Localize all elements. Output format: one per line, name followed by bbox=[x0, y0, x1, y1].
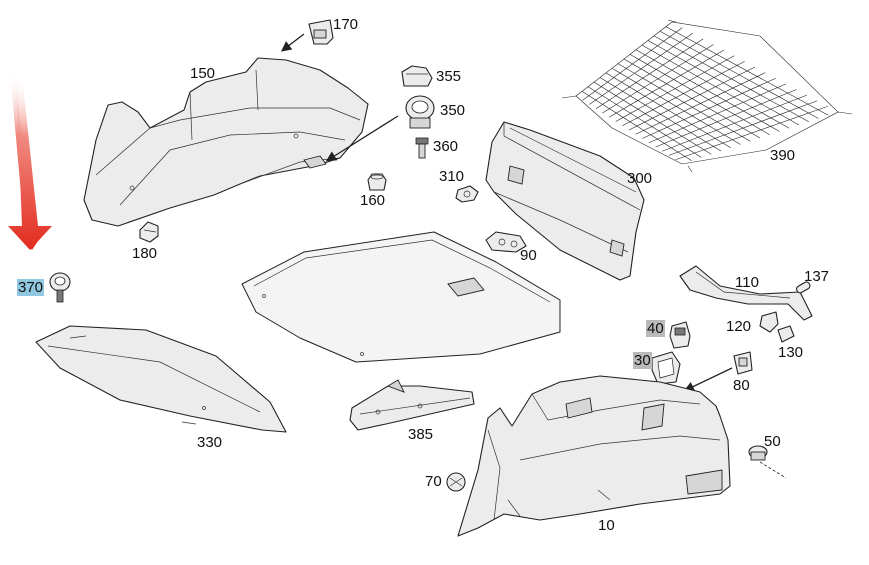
part-150-left-trim[interactable] bbox=[83, 57, 369, 227]
label-120: 120 bbox=[726, 318, 752, 335]
label-310: 310 bbox=[439, 168, 465, 185]
label-330: 330 bbox=[197, 434, 223, 451]
part-180-clip[interactable] bbox=[139, 221, 159, 243]
part-385-rail-bracket[interactable] bbox=[349, 379, 475, 431]
net-mesh-line bbox=[628, 66, 756, 131]
part-50-grommet[interactable] bbox=[748, 445, 787, 479]
label-110: 110 bbox=[735, 274, 759, 291]
label-300: 300 bbox=[627, 170, 653, 187]
part-170-clip[interactable] bbox=[280, 19, 334, 52]
part-70-clip[interactable] bbox=[446, 472, 466, 492]
red-arrow-icon bbox=[8, 72, 52, 250]
part-355-cover[interactable] bbox=[401, 65, 433, 87]
net-mesh-line bbox=[659, 30, 819, 119]
net-mesh-line bbox=[635, 72, 766, 135]
part-40-latch[interactable] bbox=[669, 321, 691, 349]
net-mesh-line bbox=[648, 83, 787, 144]
label-180: 180 bbox=[132, 245, 158, 262]
label-355: 355 bbox=[436, 68, 462, 85]
part-390-cargo-net[interactable] bbox=[561, 19, 853, 173]
net-mesh-line bbox=[662, 94, 807, 152]
label-360: 360 bbox=[433, 138, 459, 155]
net-mesh-line bbox=[665, 26, 829, 116]
label-385: 385 bbox=[408, 426, 434, 443]
part-160-grommet[interactable] bbox=[367, 173, 387, 191]
part-80-clip[interactable] bbox=[683, 351, 753, 392]
part-360-screw[interactable] bbox=[415, 137, 429, 159]
part-130-clip[interactable] bbox=[777, 325, 795, 343]
net-mesh-line bbox=[629, 54, 770, 136]
label-10: 10 bbox=[598, 517, 615, 534]
label-90: 90 bbox=[520, 247, 537, 264]
part-330-floor-cover[interactable] bbox=[35, 325, 287, 433]
part-137-plug[interactable] bbox=[795, 281, 811, 294]
label-390: 390 bbox=[770, 147, 796, 164]
part-90-bracket[interactable] bbox=[485, 231, 527, 253]
net-mesh-line bbox=[635, 49, 780, 132]
label-150: 150 bbox=[190, 65, 216, 82]
label-370: 370 bbox=[17, 279, 45, 296]
net-mesh-line bbox=[642, 77, 776, 139]
part-110-trim-strip[interactable] bbox=[679, 265, 813, 321]
part-30-frame[interactable] bbox=[651, 351, 681, 385]
floor-panel[interactable] bbox=[241, 231, 561, 363]
label-170: 170 bbox=[333, 16, 359, 33]
net-mesh-line bbox=[675, 106, 828, 161]
part-300-sill-panel[interactable] bbox=[485, 121, 645, 281]
label-160: 160 bbox=[360, 192, 386, 209]
label-50: 50 bbox=[764, 433, 781, 450]
part-350-lashing-eye[interactable] bbox=[325, 95, 435, 162]
net-mesh-line bbox=[655, 89, 797, 148]
net-mesh-line bbox=[668, 100, 818, 156]
net-mesh-line bbox=[653, 35, 809, 123]
net-mesh-line bbox=[641, 44, 790, 129]
label-40: 40 bbox=[646, 320, 665, 337]
label-30: 30 bbox=[633, 352, 652, 369]
label-130: 130 bbox=[778, 344, 804, 361]
part-370-lashing-ring[interactable] bbox=[49, 272, 71, 303]
label-80: 80 bbox=[733, 377, 750, 394]
part-310-clip[interactable] bbox=[455, 185, 479, 203]
net-mesh-line bbox=[647, 40, 800, 126]
label-350: 350 bbox=[440, 102, 466, 119]
part-120-clip[interactable] bbox=[759, 311, 779, 333]
label-70: 70 bbox=[425, 473, 442, 490]
label-137: 137 bbox=[804, 268, 830, 285]
part-10-right-trim[interactable] bbox=[457, 375, 731, 537]
